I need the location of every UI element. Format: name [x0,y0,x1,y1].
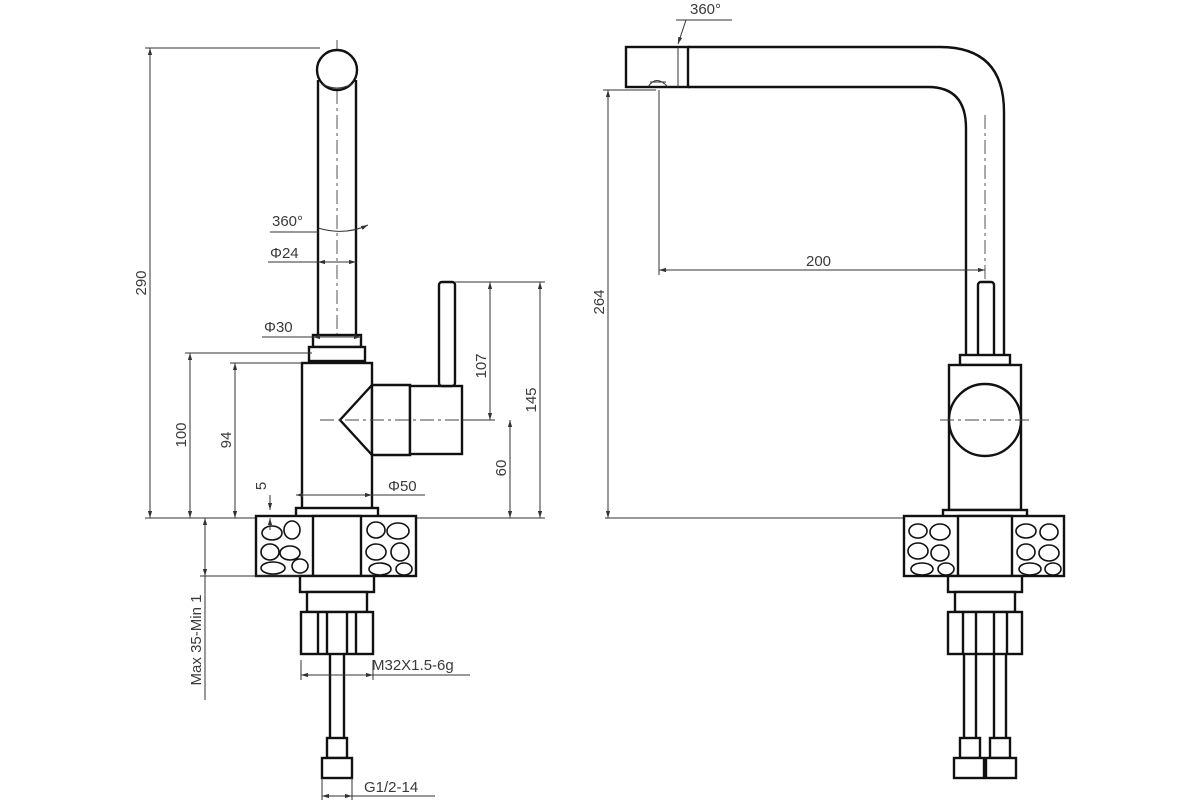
faucet-body-front [940,363,1030,512]
dim-shank-thread: M32X1.5-6g [300,657,470,680]
dim-spout-diameter: Φ24 [268,245,356,265]
handle-lever [437,280,457,388]
dim-290-label: 290 [133,270,150,295]
dim-rotation-front: 360° [676,1,732,45]
dim-total-height: 290 [133,47,320,518]
dim-m32-label: M32X1.5-6g [372,657,454,674]
supply-hose [320,654,354,780]
mounting-shank [298,574,376,656]
dim-phi24-label: Φ24 [270,245,299,262]
dim-94-label: 94 [218,432,235,449]
dim-lever-length: 107 [455,281,545,421]
rotation-side-label: 360° [272,213,303,230]
dim-rotation-side: 360° [270,213,369,233]
dim-swivel-diameter: Φ30 [262,319,361,340]
curved-spout [688,45,1006,362]
spout-head [624,45,690,89]
dim-264-label: 264 [591,289,608,314]
front-view: 360° 264 200 [591,1,1066,780]
dim-200-label: 200 [806,253,831,270]
dim-lever-axis-right: 60 [493,420,513,518]
dim-base-diameter: Φ50 [296,478,425,498]
dim-mounting-range: Max 35-Min 1 [188,518,300,700]
dim-lever-top-height: 145 [523,282,543,518]
countertop-section-front [902,514,1066,578]
dim-phi50-label: Φ50 [388,478,417,495]
dim-100-label: 100 [173,422,190,447]
dim-outlet-height: 264 [591,89,656,518]
dim-reach: 200 [658,90,985,275]
dim-5-label: 5 [253,482,270,490]
dim-145-label: 145 [523,387,540,412]
dim-lever-axis-height: 94 [218,362,302,518]
dim-107-label: 107 [473,353,490,378]
mounting-shank-front [946,574,1024,656]
dim-60-label: 60 [493,460,510,477]
dim-phi30-label: Φ30 [264,319,293,336]
dim-body-height: 100 [173,352,312,518]
dim-hose-thread: G1/2-14 [321,778,435,800]
dim-g12-label: G1/2-14 [364,779,418,796]
spout-tube [315,48,359,335]
side-view: 290 100 94 5 Φ24 Φ30 [133,40,545,800]
countertop-section [254,514,418,578]
dim-mount-range-label: Max 35-Min 1 [188,595,205,686]
faucet-body [300,361,475,513]
dim-base-ring: 5 [253,482,273,530]
rotation-front-label: 360° [690,1,721,18]
supply-hoses-front [952,654,1018,780]
